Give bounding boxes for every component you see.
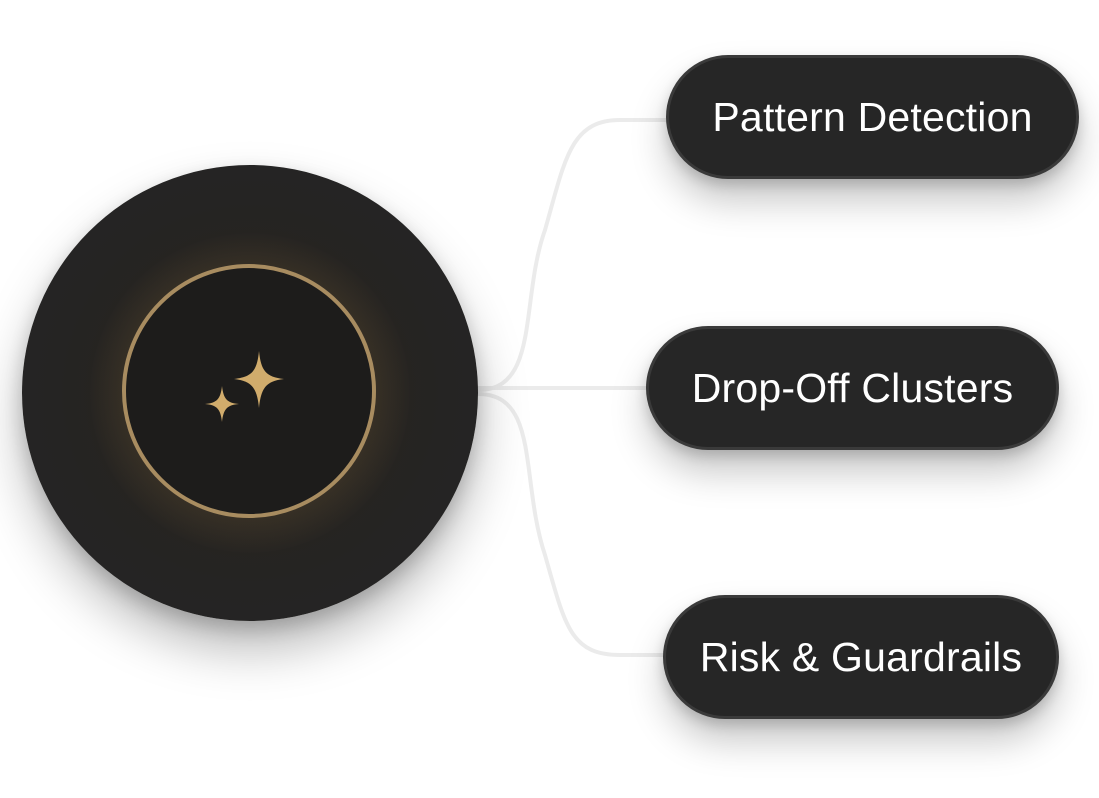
branch-label: Pattern Detection bbox=[712, 93, 1033, 140]
branch-pill-drop-off-clusters: Drop-Off Clusters bbox=[646, 326, 1059, 450]
ai-hub-circle bbox=[22, 165, 478, 621]
branch-label: Drop-Off Clusters bbox=[691, 364, 1014, 411]
large-sparkle bbox=[234, 351, 284, 408]
branch-label: Risk & Guardrails bbox=[699, 633, 1023, 680]
connector-bottom bbox=[476, 392, 668, 657]
connector-top bbox=[476, 118, 668, 392]
small-sparkle bbox=[205, 386, 239, 422]
sparkles-icon bbox=[205, 351, 284, 422]
branch-pill-pattern-detection: Pattern Detection bbox=[666, 55, 1079, 179]
hub-ring bbox=[122, 264, 376, 518]
branch-pill-risk-guardrails: Risk & Guardrails bbox=[663, 595, 1059, 719]
